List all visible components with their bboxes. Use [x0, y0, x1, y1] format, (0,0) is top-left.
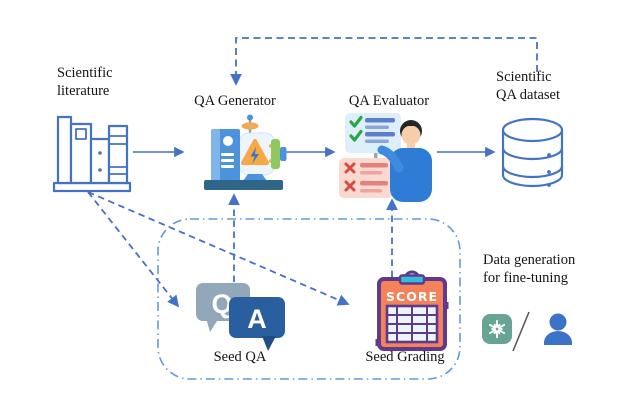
label-scientific-qa-dataset: Scientific QA dataset: [496, 69, 561, 103]
label-data-generation-for-fine-tuning: Data generation for fine-tuning: [483, 252, 576, 286]
label-scientific-literature: Scientific literature: [57, 65, 113, 99]
score-clipboard-icon: SCORE: [375, 270, 449, 351]
dashed-literature-to-seedqa: [87, 191, 180, 308]
label-seed-grading: Seed Grading: [365, 349, 445, 365]
openai-logo-icon: [482, 314, 512, 344]
books-icon: [52, 115, 132, 193]
model-or-human-group: [482, 311, 572, 352]
dashed-literature-to-seedgrading: [87, 191, 350, 306]
chat-qa-icon: Q A: [196, 283, 285, 351]
label-seed-qa: Seed QA: [213, 349, 267, 365]
a-letter: A: [247, 304, 267, 334]
evaluator-icon: [339, 113, 432, 202]
slash-divider: [512, 311, 530, 352]
dashed-feedback-dataset-to-generator: [230, 37, 538, 86]
person-icon: [544, 313, 572, 345]
generator-icon: [204, 114, 287, 190]
fine-tuning-group-box: [157, 218, 461, 380]
q-letter: Q: [211, 289, 232, 319]
database-icon: [501, 117, 564, 188]
score-text: SCORE: [386, 289, 438, 304]
label-qa-generator: QA Generator: [194, 93, 276, 109]
label-qa-evaluator: QA Evaluator: [348, 93, 430, 109]
